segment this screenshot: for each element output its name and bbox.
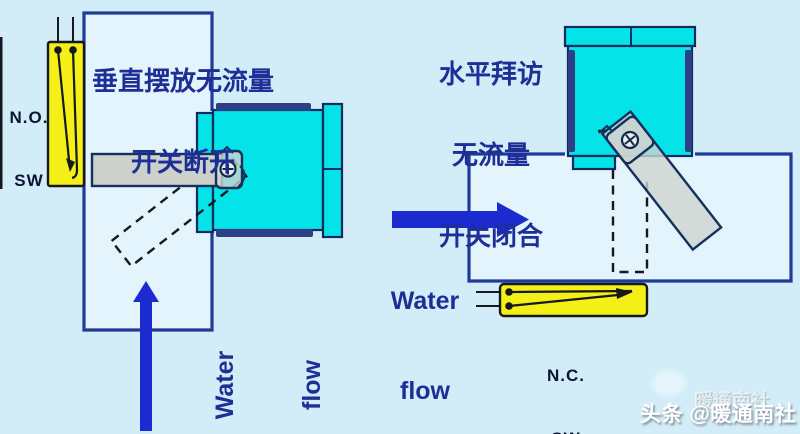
right-screw-cross-icon	[624, 134, 636, 146]
left-motion-hook	[237, 165, 246, 188]
nc-lever-arrowhead-icon	[616, 288, 633, 299]
right-body-collar	[571, 154, 617, 171]
right-body-left-bar	[568, 50, 575, 152]
right-diagram-title: 水平拜访 无流量 开关闭合	[416, 7, 566, 304]
right-arrow-icon	[392, 202, 529, 237]
left-flow-word2: flow	[298, 360, 326, 410]
left-body-cap	[321, 102, 344, 239]
nc-switch-label: N.C. SW	[521, 323, 611, 434]
left-paddle-blade	[90, 152, 224, 188]
left-diagram-title: 垂直摆放无流量 开关断开	[88, 14, 278, 230]
nc-label-line1: N.C.	[547, 366, 585, 385]
no-label-line2: SW	[14, 171, 44, 190]
right-water-flow-label: Water flow	[384, 226, 466, 434]
nc-label-line2: SW	[521, 428, 611, 434]
left-edge-line	[0, 37, 3, 189]
up-arrow-icon	[133, 281, 159, 431]
right-title-line3: 开关闭合	[438, 221, 543, 251]
right-title-line1: 水平拜访	[438, 59, 543, 89]
right-title-line2: 无流量	[451, 140, 530, 170]
no-switch-symbol	[46, 17, 86, 188]
no-switch-lever	[56, 49, 71, 161]
left-body-bottom-bar	[216, 229, 313, 237]
left-water-flow-label: Water flow	[153, 333, 326, 434]
left-flow-word1: Water	[211, 350, 239, 420]
right-diagram	[392, 25, 793, 318]
watermark-main-text: 头条 @暖通南社	[640, 403, 797, 426]
right-paddle	[600, 109, 723, 252]
nc-switch-symbol	[476, 282, 649, 318]
nc-switch-fixed-line	[508, 289, 633, 294]
watermark-logo-icon	[652, 370, 686, 396]
no-lever-arrowhead-icon	[66, 158, 75, 172]
left-title-line2: 开关断开	[130, 147, 235, 177]
right-body-right-bar	[685, 50, 692, 152]
left-title-line1: 垂直摆放无流量	[91, 66, 274, 96]
right-pipe-outline	[467, 152, 793, 283]
nc-switch-lever	[508, 293, 619, 308]
no-label-line1: N.O.	[9, 108, 49, 127]
right-flow-word1: Water	[390, 287, 460, 315]
no-switch-box	[46, 40, 86, 188]
left-motion-tick	[219, 145, 234, 155]
right-flow-word2: flow	[400, 377, 450, 405]
left-body-top-bar	[216, 103, 311, 111]
left-diagram	[0, 11, 344, 431]
right-motion-tick	[598, 124, 614, 134]
no-switch-fixed-line	[71, 49, 79, 180]
watermark-faint-text: 暖通南社	[694, 391, 771, 412]
left-screw-cross-icon	[222, 163, 234, 175]
left-paddle	[90, 145, 246, 190]
no-switch-label: N.O. SW	[6, 65, 52, 233]
